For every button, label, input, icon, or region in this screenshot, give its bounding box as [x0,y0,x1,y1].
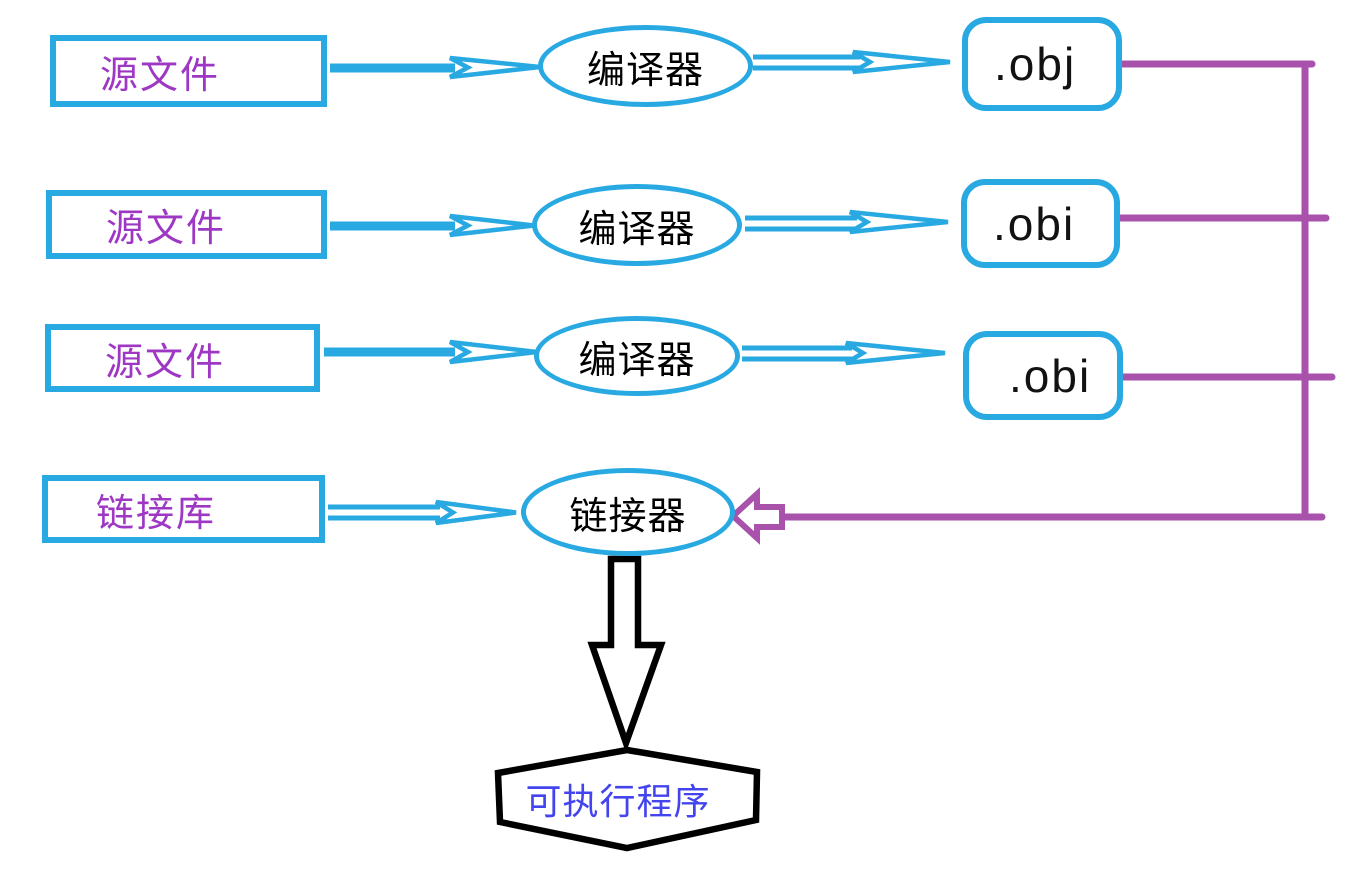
node-source-file-1: 源文件 [50,35,327,107]
node-source-file-1-label: 源文件 [100,54,221,97]
node-obj-file-2: .obi [961,179,1120,268]
purple-arrowhead-into-linker [728,487,785,545]
node-compiler-1-label: 编译器 [586,49,704,92]
arrow-library-to-linker [328,499,517,526]
black-down-arrow [587,555,666,753]
arrow-source1-to-compiler1 [330,55,541,80]
node-compiler-3-label: 编译器 [578,339,696,382]
node-compiler-1: 编译器 [538,25,753,107]
node-source-file-3: 源文件 [45,324,320,392]
arrow-compiler1-to-obj1 [753,49,951,75]
node-obj-file-3-label: .obi [1009,349,1092,402]
node-linker: 链接器 [521,468,735,556]
executable-hexagon [494,746,761,852]
node-compiler-2: 编译器 [532,184,742,266]
node-source-file-2-label: 源文件 [106,208,227,250]
node-obj-file-2-label: .obi [993,197,1076,250]
node-link-library-label: 链接库 [96,492,217,535]
node-compiler-3: 编译器 [534,316,740,396]
node-source-file-2: 源文件 [46,190,327,259]
node-obj-file-1-label: .obj [994,38,1077,90]
node-link-library: 链接库 [42,475,325,543]
arrow-compiler3-to-obj3 [742,340,946,366]
node-linker-label: 链接器 [569,495,687,538]
node-compiler-2-label: 编译器 [578,208,696,251]
node-executable-label: 可执行程序 [525,781,711,822]
arrow-compiler2-to-obj2 [745,209,949,235]
node-source-file-3-label: 源文件 [105,341,226,384]
arrow-source2-to-compiler2 [330,213,535,238]
arrow-source3-to-compiler3 [324,339,538,365]
node-obj-file-3: .obi [963,331,1123,420]
node-obj-file-1: .obj [962,17,1122,111]
